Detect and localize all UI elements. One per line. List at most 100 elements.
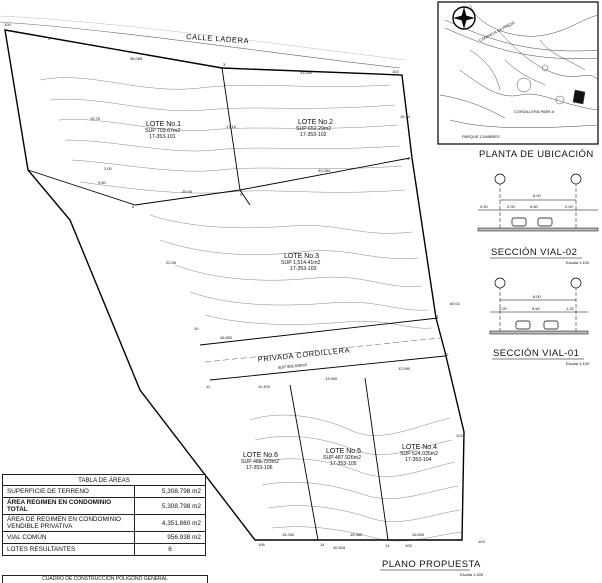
contour-lines [39,77,463,542]
svg-text:LOTE No.6: LOTE No.6 [243,452,278,459]
lot-4-label: LOTE No.4 SUP 524.035m2 17-353-104 [400,444,438,463]
dimension-label: 33.650 [300,70,313,75]
section-02-width: 2.00 [507,204,516,209]
section-02-scale: Escala 1:100 [566,260,590,265]
dimension-label: 15.330 [282,532,295,537]
table-cell-label: ÁREA DE REGIMEN EN CONDOMINIO VENDIBLE P… [2,514,135,532]
svg-text:SUP 652.29m2: SUP 652.29m2 [296,126,331,132]
table-cell-label: LOTES RESULTANTES [2,543,135,556]
road-section-01: 8.00 1.20 5.60 1.20 SECCIÓN VIAL-01 Esca… [489,277,590,366]
svg-text:17-353-103: 17-353-103 [290,266,317,272]
vertex-label: 3 [223,62,226,67]
street-name: CALLE LADERA [186,32,250,45]
section-01-total-width: 8.00 [533,294,542,299]
svg-text:SUP 487.926m2: SUP 487.926m2 [323,455,361,461]
vertex-label: 7 [436,314,439,319]
svg-text:LOTE No.2: LOTE No.2 [298,119,333,126]
dimension-label: 35.065 [130,56,143,61]
vertex-label: 1 [48,36,51,41]
location-map: CAMINO A LA PRESA CORDILLERA PARK II PAR… [437,1,599,160]
dimension-label: 12.590 [398,366,411,371]
lot-division-lines [27,67,446,541]
street-edge-line [0,15,406,61]
location-label-cumbres: PARQUE CUMBRES [462,134,500,139]
plan-title: PLANO PROPUESTA [382,559,481,570]
lot-1-label: LOTE No.1 SUP 703.67m2 17-353-101 [145,121,181,140]
dimension-label: 15.75 [90,116,101,121]
areas-table-title: TABLA DE ÁREAS [2,474,206,486]
dimension-label: 22.55 [166,260,177,265]
section-02-width: 2.00 [565,204,574,209]
section-01-width: 1.20 [499,306,508,311]
svg-text:17-353-101: 17-353-101 [149,134,176,140]
vertex-label: 104 [478,539,485,544]
table-cell-value: 5,308.798 m2 [134,497,206,515]
section-01-title: SECCIÓN VIAL-01 [493,348,579,359]
table-cell-label: ÁREA REGIMEN EN CONDOMINIO TOTAL [2,497,135,515]
vertex-label: 12 [444,352,449,357]
vertex-label: 11 [206,384,211,389]
table-cell-value: 4,351.860 m2 [134,514,206,532]
svg-text:LOTE No.4: LOTE No.4 [402,444,437,451]
svg-text:LOTE No.3: LOTE No.3 [284,253,319,260]
vertex-label: 14 [320,542,325,547]
location-label-park: CORDILLERA PARK II [514,109,554,114]
location-title: PLANTA DE UBICACIÓN [479,149,594,160]
table-cell-label: VIAL COMÚN [2,531,135,544]
dimension-label: 17.16 [226,124,237,129]
section-axis-marker [494,277,506,289]
dimension-label: 9.60 [98,180,107,185]
north-arrow-icon [452,6,476,30]
table-cell-value: 6 [134,543,206,556]
svg-text:17-353-104: 17-353-104 [405,457,432,463]
dimension-label: 15.600 [412,532,425,537]
private-road-centerline [204,337,441,363]
section-axis-marker [570,277,582,289]
table-cell-value: 5,308.798 m2 [134,485,206,498]
plan-title-scale: Escala 1:400 [460,572,484,577]
dimension-label: 60.01 [450,301,461,306]
section-01-scale: Escala 1:100 [566,361,590,366]
areas-table: TABLA DE ÁREAS SUPERFICIE DE TERRENO 5,3… [2,474,206,556]
areas-table-header-row: TABLA DE ÁREAS [2,474,206,486]
section-01-cars [515,320,559,330]
table-row: LOTES RESULTANTES 6 [2,543,206,556]
section-axis-marker [494,173,506,185]
svg-text:SUP 524.035m2: SUP 524.035m2 [400,451,438,457]
table-row: VIAL COMÚN 956.938 m2 [2,531,206,544]
dimension-label: 40.818 [333,545,346,550]
dimension-label: 15.360 [350,532,363,537]
vertex-labels: 100 1 3 102 4 5 6 7 12 103 104 105 13 14… [4,22,485,548]
section-02-width: 0.40 [480,204,489,209]
dimension-label: 13.900 [325,376,338,381]
polygon-table-caption: CUADRO DE CONSTRUCCIÓN POLÍGONO GENERAL [2,575,208,583]
street-curb-line [0,21,401,69]
svg-text:SUP 703.67m2: SUP 703.67m2 [145,128,180,134]
vertex-label: 103 [456,433,463,438]
section-02-total-width: 8.00 [533,193,542,198]
vertex-label: 6 [132,204,135,209]
section-01-width: 1.20 [566,306,575,311]
section-02-cars [511,217,553,227]
dimension-label: 2.00 [104,166,113,171]
svg-text:17-353-105: 17-353-105 [330,461,357,467]
dimension-label: 11.400 [258,384,271,389]
dimension-labels: 40.818 33.650 35.065 46.892 15.330 15.36… [90,56,461,550]
svg-text:LOTE No.5: LOTE No.5 [326,448,361,455]
section-02-title: SECCIÓN VIAL-02 [491,247,577,258]
table-cell-label: SUPERFICIE DE TERRENO [2,485,135,498]
private-road-area: SUP 956.938m2 [278,362,308,370]
road-section-02: 8.00 0.40 2.00 5.60 2.00 SECCIÓN VIAL-02… [477,173,599,265]
vertex-label: 4 [407,156,410,161]
table-row: SUPERFICIE DE TERRENO 5,308.798 m2 [2,485,206,498]
section-02-width: 5.60 [530,204,539,209]
svg-text:17-353-102: 17-353-102 [300,132,327,138]
vertex-label: 105 [405,543,412,548]
table-row: ÁREA REGIMEN EN CONDOMINIO TOTAL 5,308.7… [2,497,206,515]
vertex-label: 100 [4,22,11,27]
vertex-label: 10 [194,326,199,331]
table-cell-value: 956.938 m2 [134,531,206,544]
lot-3-label: LOTE No.3 SUP 1,514.41m2 17-353-103 [281,253,321,272]
section-01-width: 5.60 [532,306,541,311]
dimension-label: 25.95 [182,189,193,194]
